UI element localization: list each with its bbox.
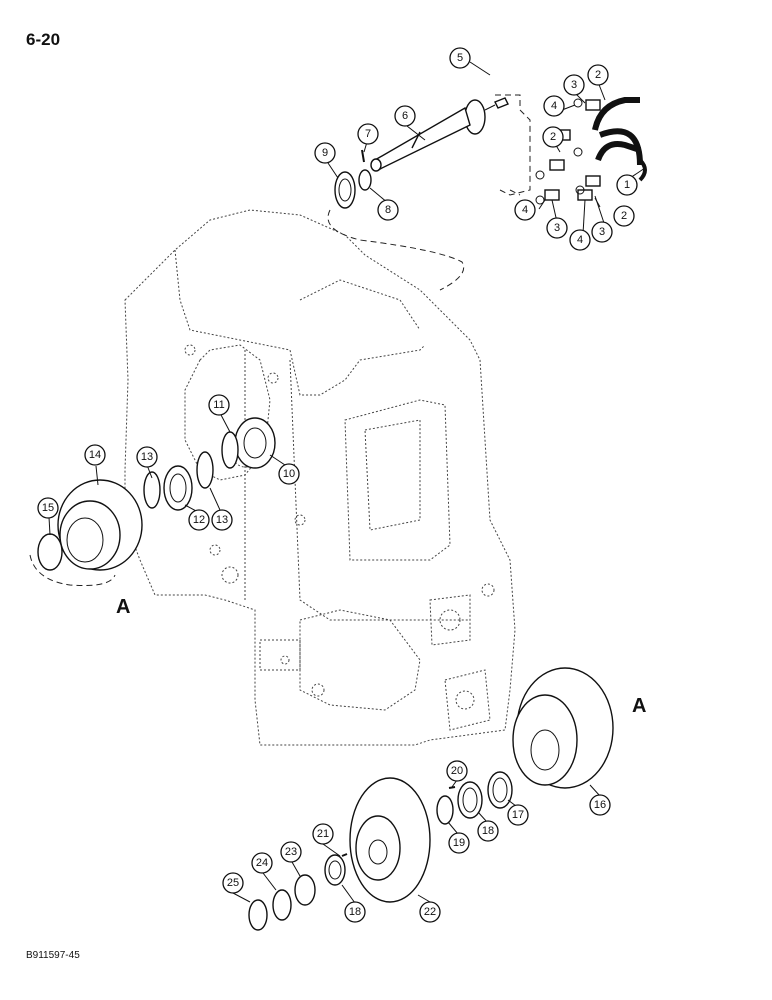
callout-3d: 3 (0, 0, 3, 6)
gear-14 (37, 479, 143, 571)
callout-18a: 18 (477, 820, 499, 842)
callout-label: 16 (594, 799, 606, 811)
callout-label: 3 (571, 79, 577, 91)
callout-label: 2 (550, 131, 556, 143)
figure-code: B911597-45 (26, 950, 80, 961)
callout-label: 10 (283, 468, 295, 480)
callout-22: 22 (419, 901, 441, 923)
callout-label: 17 (512, 809, 524, 821)
callout-13a: 13 (136, 446, 158, 468)
callout-label: 22 (424, 906, 436, 918)
callout-label: 21 (317, 828, 329, 840)
callout-24: 24 (251, 852, 273, 874)
reference-letter-a: A (632, 695, 646, 717)
callout-20: 20 (446, 760, 468, 782)
callout-10: 10 (278, 463, 300, 485)
clutch-16 (512, 667, 614, 789)
callout-label: 13 (141, 451, 153, 463)
callout-2d: 2 (607, 207, 613, 219)
callout-3a: 3 (563, 74, 585, 96)
callout-14: 14 (84, 444, 106, 466)
callout-label: 23 (285, 846, 297, 858)
reference-dashed-lines (29, 94, 531, 586)
callout-15: 15 (37, 497, 59, 519)
shaft-assembly (334, 97, 509, 209)
callout-8: 8 (377, 199, 399, 221)
callout-label: 24 (256, 857, 268, 869)
callout-4a: 4 (543, 95, 565, 117)
lower-gear-parts (248, 771, 513, 931)
callout-1: 1 (616, 174, 638, 196)
callout-label: 20 (451, 765, 463, 777)
callout-label: 4 (551, 100, 557, 112)
callout-label: 19 (453, 837, 465, 849)
callout-19: 19 (448, 832, 470, 854)
callout-label: 15 (42, 502, 54, 514)
callout-7: 7 (357, 123, 379, 145)
callout-4d: 4 (0, 0, 3, 6)
callout-17: 17 (507, 804, 529, 826)
callout-label: 8 (385, 204, 391, 216)
callout-label: 9 (322, 147, 328, 159)
callout-label: 7 (365, 128, 371, 140)
callout-11: 11 (208, 394, 230, 416)
callout-2b: 2 (542, 126, 564, 148)
callout-label: 2 (621, 210, 627, 222)
callout-label: 18 (349, 906, 361, 918)
callout-21: 21 (312, 823, 334, 845)
callout-4c: 4 (569, 229, 591, 251)
callout-23: 23 (280, 841, 302, 863)
callout-25: 25 (222, 872, 244, 894)
callout-label: 5 (457, 52, 463, 64)
callout-4b: 4 (514, 199, 536, 221)
callout-13b: 13 (211, 509, 233, 531)
callout-16: 16 (589, 794, 611, 816)
bearing-group (143, 417, 276, 511)
callout-9: 9 (314, 142, 336, 164)
callout-label: 11 (213, 399, 224, 411)
callout-label: 4 (577, 234, 583, 246)
callout-2c: 2 (613, 205, 635, 227)
callout-label: 1 (624, 179, 630, 191)
callout-label: 13 (216, 514, 228, 526)
callout-5: 5 (449, 47, 471, 69)
callout-3c: 3 (591, 221, 613, 243)
callout-label: 14 (89, 449, 101, 461)
callout-label: 3 (599, 226, 605, 238)
reference-letter-a: A (116, 596, 130, 618)
callout-label: 18 (482, 825, 494, 837)
callout-label: 3 (554, 222, 560, 234)
callout-3b: 3 (546, 217, 568, 239)
callout-label: 6 (402, 110, 408, 122)
callout-label: 4 (522, 204, 528, 216)
callout-2a: 2 (587, 64, 609, 86)
callout-label: 12 (193, 514, 205, 526)
callout-label: 25 (227, 877, 239, 889)
callout-12: 12 (188, 509, 210, 531)
page-number: 6-20 (26, 30, 61, 49)
callout-18b: 18 (344, 901, 366, 923)
callout-label: 2 (595, 69, 601, 81)
callout-6: 6 (394, 105, 416, 127)
